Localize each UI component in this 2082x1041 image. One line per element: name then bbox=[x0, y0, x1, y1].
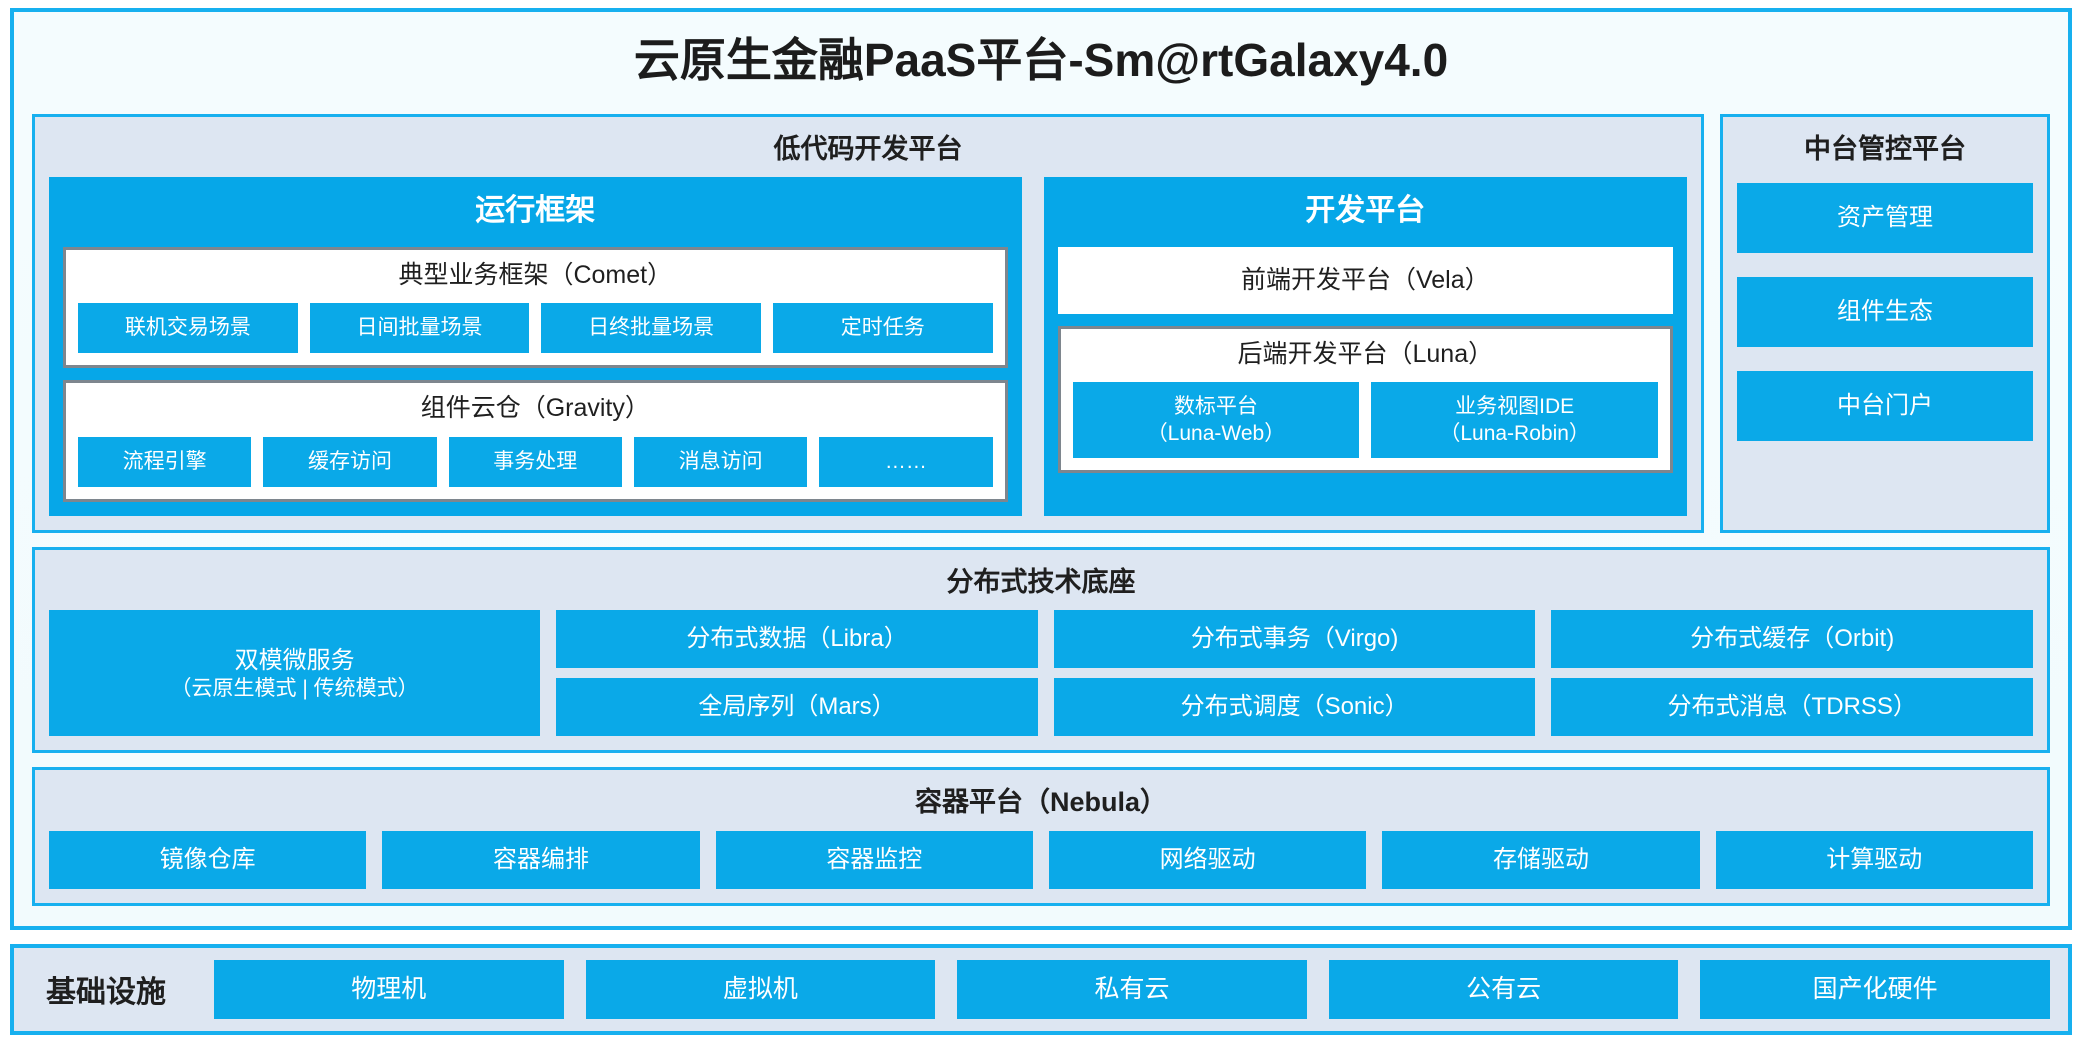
container-platform-items: 镜像仓库 容器编排 容器监控 网络驱动 存储驱动 计算驱动 bbox=[49, 830, 2033, 889]
luna-item-business-view-ide-robin[interactable]: 业务视图IDE （Luna-Robin） bbox=[1371, 382, 1658, 458]
tech-column-2: 分布式事务（Virgo) 分布式调度（Sonic） bbox=[1053, 610, 1536, 737]
infrastructure-bar: 基础设施 物理机 虚拟机 私有云 公有云 国产化硬件 bbox=[10, 943, 2072, 1035]
luna-web-label: 数标平台 bbox=[1173, 395, 1258, 419]
top-row: 低代码开发平台 运行框架 典型业务框架（Comet） 联机交易场景 日间批量场景… bbox=[32, 113, 2050, 533]
distributed-tech-base-title: 分布式技术底座 bbox=[946, 566, 1136, 597]
comet-title: 典型业务框架（Comet） bbox=[398, 260, 673, 289]
dual-mode-sublabel: （云原生模式 | 传统模式） bbox=[170, 676, 419, 700]
container-item-orchestration[interactable]: 容器编排 bbox=[382, 830, 700, 889]
tech-column-3: 分布式缓存（Orbit) 分布式消息（TDRSS） bbox=[1551, 610, 2033, 737]
gravity-items: 流程引擎 缓存访问 事务处理 消息访问 …… bbox=[78, 436, 993, 487]
container-platform-panel: 容器平台（Nebula） 镜像仓库 容器编排 容器监控 网络驱动 存储驱动 计算… bbox=[32, 767, 2050, 906]
infrastructure-item-private-cloud[interactable]: 私有云 bbox=[957, 959, 1307, 1019]
distributed-tech-grid: 双模微服务 （云原生模式 | 传统模式） 分布式数据（Libra） 全局序列（M… bbox=[49, 610, 2033, 737]
tech-item-distributed-message-tdrss[interactable]: 分布式消息（TDRSS） bbox=[1551, 678, 2033, 737]
container-platform-title: 容器平台（Nebula） bbox=[914, 787, 1168, 818]
management-platform-panel: 中台管控平台 资产管理 组件生态 中台门户 bbox=[1720, 113, 2050, 533]
container-item-image-registry[interactable]: 镜像仓库 bbox=[49, 830, 367, 889]
runtime-framework-card: 运行框架 典型业务框架（Comet） 联机交易场景 日间批量场景 日终批量场景 … bbox=[49, 176, 1022, 516]
luna-web-sublabel: （Luna-Web） bbox=[1146, 421, 1286, 445]
lowcode-platform-title: 低代码开发平台 bbox=[773, 133, 963, 164]
comet-items: 联机交易场景 日间批量场景 日终批量场景 定时任务 bbox=[78, 303, 993, 354]
tech-item-global-sequence-mars[interactable]: 全局序列（Mars） bbox=[556, 678, 1038, 737]
gravity-title: 组件云仓（Gravity） bbox=[420, 394, 650, 423]
dual-mode-microservice-column: 双模微服务 （云原生模式 | 传统模式） bbox=[49, 610, 541, 737]
luna-robin-sublabel: （Luna-Robin） bbox=[1439, 421, 1590, 445]
infrastructure-item-domestic-hardware[interactable]: 国产化硬件 bbox=[1700, 959, 2050, 1019]
runtime-framework-title: 运行框架 bbox=[475, 193, 596, 227]
gravity-item-process-engine[interactable]: 流程引擎 bbox=[78, 436, 252, 487]
tech-column-1: 分布式数据（Libra） 全局序列（Mars） bbox=[556, 610, 1038, 737]
gravity-item-more-ellipsis[interactable]: …… bbox=[819, 436, 993, 487]
gravity-group: 组件云仓（Gravity） 流程引擎 缓存访问 事务处理 消息访问 …… bbox=[63, 380, 1008, 502]
distributed-tech-base-panel: 分布式技术底座 双模微服务 （云原生模式 | 传统模式） 分布式数据（Libra… bbox=[32, 546, 2050, 754]
container-item-network-driver[interactable]: 网络驱动 bbox=[1048, 830, 1367, 889]
luna-items: 数标平台 （Luna-Web） 业务视图IDE （Luna-Robin） bbox=[1072, 382, 1658, 458]
management-item-component-ecosystem[interactable]: 组件生态 bbox=[1737, 276, 2033, 347]
dual-mode-label: 双模微服务 bbox=[234, 646, 355, 674]
frontend-dev-platform-vela[interactable]: 前端开发平台（Vela） bbox=[1057, 246, 1673, 315]
comet-item-intraday-batch[interactable]: 日间批量场景 bbox=[309, 303, 530, 354]
tech-item-dual-mode-microservice[interactable]: 双模微服务 （云原生模式 | 传统模式） bbox=[49, 610, 541, 737]
tech-item-distributed-transaction-virgo[interactable]: 分布式事务（Virgo) bbox=[1053, 610, 1536, 669]
luna-item-data-platform-web[interactable]: 数标平台 （Luna-Web） bbox=[1072, 382, 1360, 458]
lowcode-columns: 运行框架 典型业务框架（Comet） 联机交易场景 日间批量场景 日终批量场景 … bbox=[49, 176, 1687, 516]
infrastructure-label: 基础设施 bbox=[46, 976, 166, 1010]
development-platform-title: 开发平台 bbox=[1305, 193, 1426, 227]
tech-item-distributed-data-libra[interactable]: 分布式数据（Libra） bbox=[556, 610, 1038, 669]
luna-robin-label: 业务视图IDE bbox=[1455, 395, 1575, 419]
tech-item-distributed-cache-orbit[interactable]: 分布式缓存（Orbit) bbox=[1551, 610, 2033, 669]
gravity-item-cache-access[interactable]: 缓存访问 bbox=[263, 436, 437, 487]
comet-group: 典型业务框架（Comet） 联机交易场景 日间批量场景 日终批量场景 定时任务 bbox=[63, 246, 1008, 369]
platform-main-frame: 云原生金融PaaS平台-Sm@rtGalaxy4.0 低代码开发平台 运行框架 … bbox=[10, 8, 2072, 930]
container-item-monitoring[interactable]: 容器监控 bbox=[715, 830, 1033, 889]
backend-dev-platform-title: 后端开发平台（Luna） bbox=[1237, 340, 1494, 369]
management-item-asset-management[interactable]: 资产管理 bbox=[1737, 182, 2033, 253]
lowcode-platform-panel: 低代码开发平台 运行框架 典型业务框架（Comet） 联机交易场景 日间批量场景… bbox=[32, 113, 1704, 533]
infrastructure-item-public-cloud[interactable]: 公有云 bbox=[1328, 959, 1679, 1019]
infrastructure-item-virtual-machine[interactable]: 虚拟机 bbox=[585, 959, 936, 1019]
container-item-storage-driver[interactable]: 存储驱动 bbox=[1382, 830, 1700, 889]
infrastructure-item-physical-machine[interactable]: 物理机 bbox=[214, 959, 564, 1019]
gravity-item-transaction-processing[interactable]: 事务处理 bbox=[448, 436, 622, 487]
tech-item-distributed-scheduling-sonic[interactable]: 分布式调度（Sonic） bbox=[1053, 678, 1536, 737]
page-title: 云原生金融PaaS平台-Sm@rtGalaxy4.0 bbox=[633, 34, 1449, 86]
comet-item-online-transaction[interactable]: 联机交易场景 bbox=[78, 303, 298, 354]
comet-item-scheduled-task[interactable]: 定时任务 bbox=[772, 303, 993, 354]
management-item-portal[interactable]: 中台门户 bbox=[1737, 370, 2033, 441]
comet-item-eod-batch[interactable]: 日终批量场景 bbox=[541, 303, 761, 354]
development-platform-card: 开发平台 前端开发平台（Vela） 后端开发平台（Luna） 数标平台 （Lun… bbox=[1043, 176, 1687, 516]
management-platform-title: 中台管控平台 bbox=[1804, 133, 1966, 164]
management-platform-items: 资产管理 组件生态 中台门户 bbox=[1737, 177, 2033, 441]
gravity-item-message-access[interactable]: 消息访问 bbox=[633, 436, 808, 487]
container-item-compute-driver[interactable]: 计算驱动 bbox=[1715, 830, 2033, 889]
backend-dev-platform-luna-group: 后端开发平台（Luna） 数标平台 （Luna-Web） 业务视图IDE （Lu… bbox=[1057, 326, 1673, 473]
